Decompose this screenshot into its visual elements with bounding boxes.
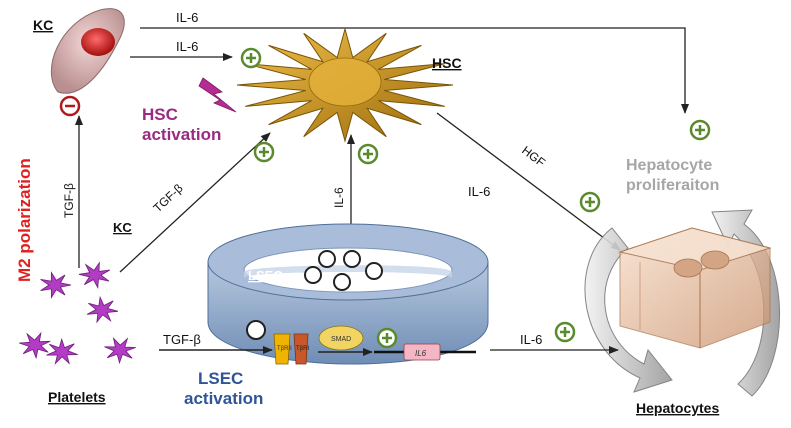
hsc-activation-label-1: HSC [142,105,178,124]
plus-circle-icon [240,47,262,69]
lsec-vesicles [246,250,383,340]
smad-blob [318,325,364,351]
hepatocytes-label: Hepatocytes [636,400,719,416]
plus-circle-icon [357,143,379,165]
arrow-hsc-to-hepatocytes [436,112,621,251]
lsec-activation-label-2: activation [184,389,263,408]
platelet-icon [86,295,119,324]
receptor-tbrii-label: TβRII [277,346,292,352]
plus-circle-icon [579,191,601,213]
edge-label-kc-hsc-il6: IL-6 [176,39,198,54]
platelets-cluster [19,261,136,365]
platelet-icon [19,331,51,360]
edge-label-lsec-hsc-il6: IL-6 [332,187,346,208]
edge-label-lsec-hep-il6-low: IL-6 [520,332,542,347]
receptor-tbri [293,333,309,365]
lsec-label: LSEC [248,268,283,283]
plus-circle-icon [376,327,398,349]
edge-label-platelets-lsec-tgfb: TGF-β [163,332,201,347]
smad-label: SMAD [331,336,351,343]
plus-circle-icon [253,141,275,163]
stellate-cell-icon [236,27,454,143]
kc-top-label: KC [33,17,53,33]
plus-circle-icon [554,321,576,343]
edge-label-platelets-kc-tgfb: TGF-β [62,183,76,218]
m2-polarization-label: M2 polarization [15,158,34,282]
hepatocyte-proliferation-label-2: proliferaiton [626,177,719,194]
il6-gene-label: IL6 [415,349,427,358]
hepatocyte-proliferation-label-1: Hepatocyte [626,157,712,174]
arrow-platelets-to-hsc [119,132,271,273]
plus-circle-icon [689,119,711,141]
arrow-kc-to-hepatocyte [140,27,689,114]
edge-label-lsec-hep-il6-mid: IL-6 [468,184,490,199]
edge-label-kc-hep-il6: IL-6 [176,10,198,25]
platelet-icon [78,261,111,289]
kupffer-cell-icon [50,8,125,94]
platelets-label: Platelets [48,389,106,405]
receptor-tbri-label: TβRI [296,346,309,352]
hepatocyte-cube-icon [618,227,772,349]
platelet-icon [40,271,72,299]
platelet-icon [46,337,78,365]
lightning-bolt-icon [198,77,237,113]
il6-gene-box [403,343,441,361]
platelet-icon [104,337,136,365]
edge-label-hsc-hep-hgf: HGF [519,143,548,169]
hsc-activation-label-2: activation [142,125,221,144]
lsec-activation-label-1: LSEC [198,369,243,388]
kc-middle-label: KC [113,220,132,235]
edge-label-platelets-hsc-tgfb: TGF-β [150,181,185,215]
minus-circle-icon [59,95,81,117]
hsc-label: HSC [432,55,462,71]
receptor-tbrii [273,333,291,365]
